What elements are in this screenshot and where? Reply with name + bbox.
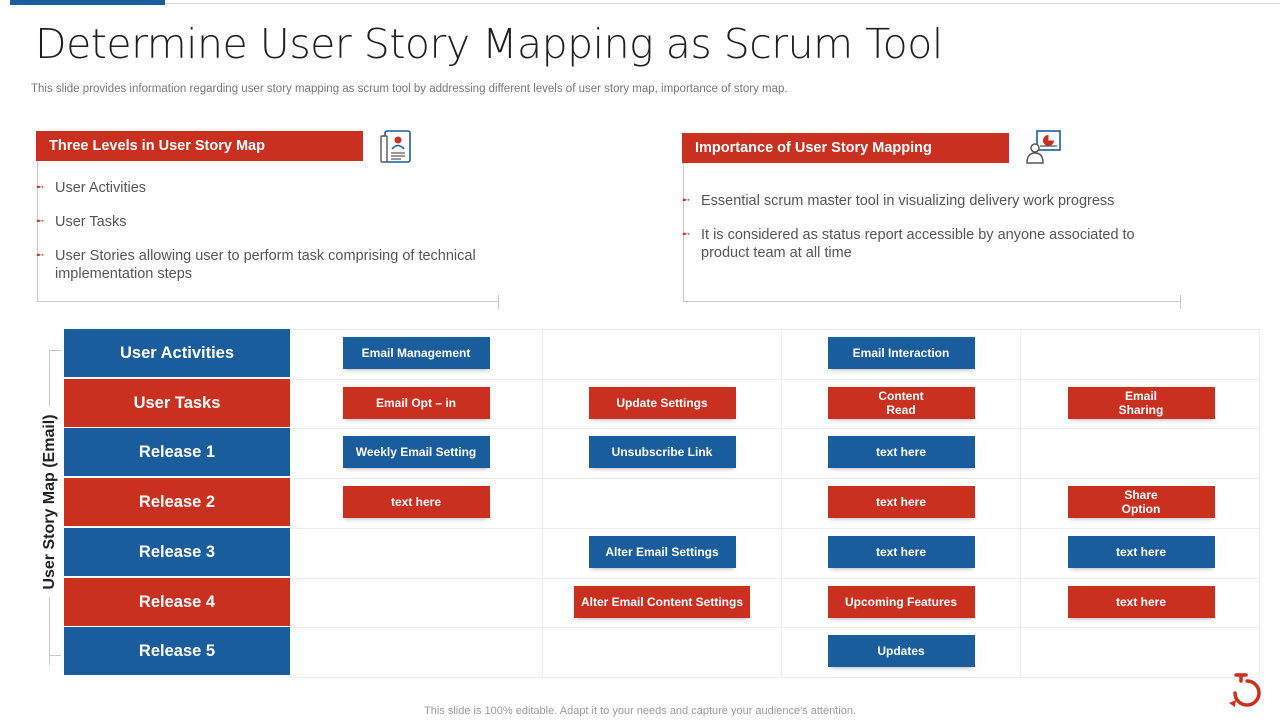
grid-line <box>781 329 782 677</box>
grid-line <box>290 677 1260 678</box>
story-card: Email Opt – in <box>342 387 490 419</box>
story-card: Update Settings <box>588 387 736 419</box>
story-card: Unsubscribe Link <box>588 436 736 468</box>
grid-line <box>290 578 1260 579</box>
right-panel-frame <box>683 162 1181 309</box>
grid-line <box>290 478 1260 479</box>
list-item: ➸User Stories allowing user to perform t… <box>36 248 476 282</box>
grid-line <box>1020 329 1021 677</box>
story-card: Email Interaction <box>827 337 975 369</box>
story-card: text here <box>827 536 975 568</box>
row-label-user-tasks: User Tasks <box>64 379 290 428</box>
map-side-label-group: User Story Map (Email) <box>36 330 64 680</box>
list-item: ➸Essential scrum master tool in visualiz… <box>682 193 1115 209</box>
id-card-document-icon <box>379 128 413 171</box>
left-panel-heading: Three Levels in User Story Map <box>36 131 363 161</box>
presenter-chart-icon <box>1025 128 1063 171</box>
grid-line <box>290 627 1260 628</box>
grid-line <box>290 329 1260 330</box>
right-bullet-list: ➸Essential scrum master tool in visualiz… <box>682 192 1152 262</box>
story-card: Weekly Email Setting <box>342 436 490 468</box>
story-card: Upcoming Features <box>827 586 975 618</box>
top-accent-bar <box>10 0 165 5</box>
list-item: ➸User Tasks <box>36 214 127 230</box>
story-card: Email Management <box>342 337 490 369</box>
grid-line <box>290 379 1260 380</box>
row-label-user-activities: User Activities <box>64 329 290 378</box>
top-divider <box>165 3 1280 4</box>
story-card: Alter Email Settings <box>588 536 736 568</box>
row-label-release-1: Release 1 <box>64 428 290 477</box>
row-label-release-5: Release 5 <box>64 627 290 676</box>
story-card: Updates <box>827 635 975 667</box>
story-card: text here <box>827 436 975 468</box>
bullet-arrow-icon: ➸ <box>682 229 691 240</box>
row-label-release-3: Release 3 <box>64 528 290 577</box>
page-title: Determine User Story Mapping as Scrum To… <box>35 20 943 68</box>
grid-line <box>1259 329 1260 677</box>
footer-note: This slide is 100% editable. Adapt it to… <box>424 705 856 717</box>
user-story-map-grid: User Activities Email Management Email Int… <box>64 329 1260 678</box>
side-bracket-top <box>49 350 61 351</box>
bullet-arrow-icon: ➸ <box>36 216 45 227</box>
list-item: ➸It is considered as status report acces… <box>682 227 1135 261</box>
right-panel-heading: Importance of User Story Mapping <box>682 133 1009 163</box>
row-label-release-4: Release 4 <box>64 578 290 627</box>
grid-line <box>290 528 1260 529</box>
left-panel-frame <box>37 160 499 309</box>
bullet-arrow-icon: ➸ <box>682 195 691 206</box>
page-subtitle: This slide provides information regardin… <box>31 83 788 95</box>
grid-line <box>542 329 543 677</box>
bullet-arrow-icon: ➸ <box>36 182 45 193</box>
story-card: text here <box>342 486 490 518</box>
list-item: ➸User Activities <box>36 180 147 196</box>
brand-logo-icon <box>1226 669 1268 716</box>
side-bracket-bottom <box>49 655 61 656</box>
bullet-arrow-icon: ➸ <box>36 250 45 261</box>
story-card: text here <box>1067 536 1215 568</box>
story-card: text here <box>1067 586 1215 618</box>
map-side-label: User Story Map (Email) <box>41 406 59 598</box>
grid-line <box>290 428 1260 429</box>
story-card: text here <box>827 486 975 518</box>
left-bullet-list: ➸User Activities ➸User Tasks ➸User Stori… <box>36 179 496 283</box>
row-label-release-2: Release 2 <box>64 478 290 527</box>
story-card: Alter Email Content Settings <box>574 586 750 618</box>
